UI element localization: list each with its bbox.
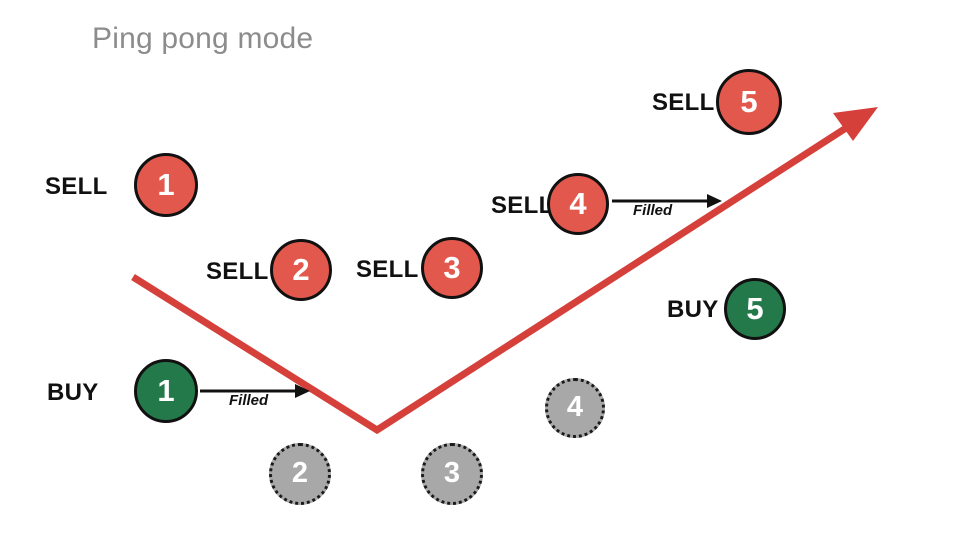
order-side-label-buy-5: BUY (667, 296, 719, 323)
order-node-buy-5[interactable]: 5 (724, 278, 786, 340)
order-number-pending-3: 3 (443, 456, 461, 489)
order-node-sell-2[interactable]: 2 (270, 239, 332, 301)
order-node-pending-4[interactable]: 4 (545, 378, 605, 438)
order-node-pending-2[interactable]: 2 (269, 443, 331, 505)
order-side-label-sell-5: SELL (652, 89, 715, 116)
price-line-arrowhead (833, 107, 878, 141)
order-side-label-sell-4: SELL (491, 192, 554, 219)
order-node-sell-5[interactable]: 5 (716, 69, 782, 135)
order-number-pending-4: 4 (566, 390, 584, 423)
order-node-buy-1[interactable]: 1 (134, 359, 198, 423)
order-side-label-sell-3: SELL (356, 256, 419, 283)
order-side-label-buy-1: BUY (47, 379, 99, 406)
order-node-sell-4[interactable]: 4 (547, 173, 609, 235)
order-node-pending-3[interactable]: 3 (421, 443, 483, 505)
order-side-label-sell-1: SELL (45, 173, 108, 200)
order-number-sell-3: 3 (443, 249, 461, 285)
filled-label-buy-1: Filled (229, 392, 269, 409)
order-side-label-sell-2: SELL (206, 258, 269, 285)
order-number-sell-5: 5 (740, 83, 758, 119)
order-number-sell-2: 2 (292, 251, 310, 287)
order-number-sell-1: 1 (157, 166, 175, 202)
order-node-sell-3[interactable]: 3 (421, 237, 483, 299)
page-title: Ping pong mode (92, 22, 314, 55)
price-line-path (131, 116, 862, 435)
order-number-buy-1: 1 (157, 372, 175, 408)
order-number-pending-2: 2 (291, 456, 309, 489)
order-number-buy-5: 5 (746, 290, 764, 326)
order-node-sell-1[interactable]: 1 (134, 153, 198, 217)
order-number-sell-4: 4 (569, 185, 587, 221)
filled-label-sell-4: Filled (633, 202, 673, 219)
